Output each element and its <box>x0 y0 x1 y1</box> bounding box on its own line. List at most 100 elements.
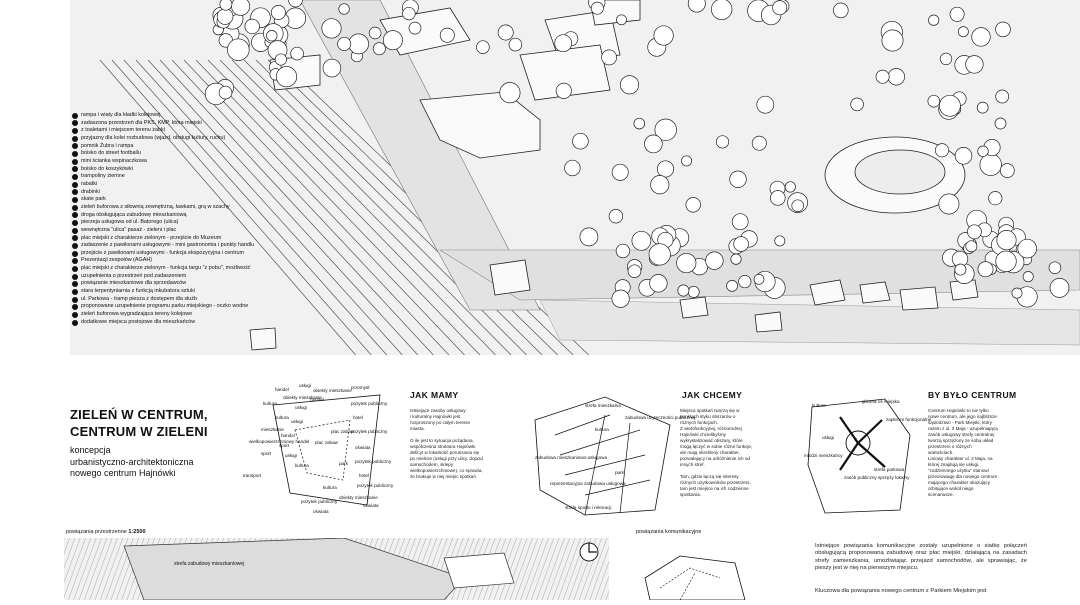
legend-item: zieleń buforowa wygradzająca tereny kole… <box>72 311 272 319</box>
tree <box>611 163 629 181</box>
diagram-label: handel <box>281 433 295 438</box>
legend-number-marker <box>72 151 78 158</box>
caption-spatial-connections: powiązania przestrzenne 1:2500 <box>66 529 146 535</box>
jak-chcemy-line: Tam, gdzie łączą się interesy <box>680 474 739 479</box>
tree <box>939 52 953 66</box>
jak-chcemy-line: Miejsca spotkań tworzą się w <box>680 408 740 413</box>
tree <box>627 264 642 278</box>
by-bylo-centrum-line: przestrzeni o różnych <box>928 444 972 449</box>
legend-item: stara terpentyniarnia z funkcją inkubato… <box>72 288 272 296</box>
legend-item: droga obsługująca zabudowę mieszkaniową <box>72 212 272 220</box>
tree <box>1011 287 1023 299</box>
caption-traffic-connections: powiązania komunikacyjne <box>636 529 702 535</box>
legend-number-marker <box>72 242 78 249</box>
legend-item-label: rampa i wiaty dla kładki kolejowej <box>81 112 161 118</box>
tree <box>218 85 233 100</box>
railway-track <box>123 59 392 360</box>
tree <box>887 68 905 86</box>
by-bylo-centrum-line: wartościach. <box>928 450 954 455</box>
legend-item-label: ul. Parkowa - tramp piesza z dostępem dl… <box>81 295 197 302</box>
legend-number-marker <box>72 250 78 257</box>
diagram-label: handel <box>275 387 289 392</box>
tree <box>266 30 278 42</box>
tree <box>653 25 674 46</box>
tree <box>631 230 652 251</box>
jak-chcemy-line: innych stref. <box>680 462 705 467</box>
tree <box>337 36 352 51</box>
tree <box>677 284 690 297</box>
tree <box>999 163 1015 178</box>
legend-item-label: mini ścianka wspinaczkowa <box>81 157 147 164</box>
by-bylo-centrum-line: tworzą sprzężony ze sobą układ <box>928 438 994 443</box>
railway-track <box>183 59 470 360</box>
legend-item: boisko do koszykówki <box>72 166 272 174</box>
legend-item-label: przyjazny dla kolei rozbudowa (wjazd, ob… <box>81 134 226 141</box>
jak-mamy-line: samochodem, sklepy <box>410 462 454 467</box>
jak-mamy-line: O ile jest to sytuacja pożądana, <box>410 438 474 443</box>
diagram-label: hotel <box>359 473 369 478</box>
legend-number-marker <box>72 204 78 211</box>
diagram-label: plac zabaw <box>315 440 338 445</box>
diagram-centrum-lines <box>807 398 911 514</box>
tree <box>850 97 864 112</box>
legend-item: mini ścianka wspinaczkowa <box>72 158 272 166</box>
page-title: ZIELEŃ W CENTRUM, CENTRUM W ZIELENI <box>70 406 208 440</box>
railway-track <box>195 59 486 360</box>
diagram-label: pozytek publiczny <box>301 499 338 504</box>
railway-track <box>135 59 408 360</box>
tree <box>976 101 989 114</box>
legend-item: uzupełnienia o przestrzeń pod zadaszenie… <box>72 273 272 281</box>
legend-item: proponowane uzupełnienie programu parku … <box>72 303 272 311</box>
jak-chcemy-line: ale mają określony charakter, <box>680 450 740 455</box>
legend-item: z toaletami i miejscem terenu żabki <box>72 127 272 135</box>
map-drawing <box>0 0 1080 360</box>
legend-item-label: plac miejski z charakterze zielonym - fu… <box>81 265 251 272</box>
legend-item-label: powiązanie mieszkaniowe dla sprzedawców <box>81 280 187 287</box>
railway-track <box>207 59 501 360</box>
legend-item: rabatki <box>72 181 272 189</box>
tree <box>738 275 752 289</box>
legend-item-label: drabinki <box>81 188 100 195</box>
legend-item: boisko do street footballu <box>72 150 272 158</box>
tree <box>971 27 991 47</box>
tree <box>770 190 786 206</box>
legend-item: pomnik Żubra i rampa <box>72 143 272 151</box>
tree <box>977 145 989 157</box>
diagram-label: usługi <box>291 419 304 424</box>
diagram-label: usługi <box>822 435 835 440</box>
by-bylo-centrum-line: nowe centrum, ale jego najbliższe <box>928 414 997 419</box>
tree <box>965 55 984 74</box>
by-bylo-centrum-line: sąsiedztwo - Park Miejski, który <box>928 420 993 425</box>
tree <box>957 26 969 38</box>
jak-chcemy-line: wykrystalizować obszary, które <box>680 438 743 443</box>
tree <box>977 261 994 278</box>
tree <box>1017 238 1037 259</box>
legend-item: plac miejski z charakterze zielonym - pr… <box>72 235 272 243</box>
legend-item: skate park <box>72 196 272 204</box>
diagram-label: zaplecze funkcjonalne <box>886 417 932 422</box>
legend-item-label: Prezentacji zespołów (AGAH) <box>81 257 153 264</box>
tree <box>934 143 950 158</box>
map-zone-label: strefa zabudowy mieszkaniowej <box>174 561 245 567</box>
tree <box>564 159 581 177</box>
tree <box>649 274 668 293</box>
tree <box>1048 261 1062 274</box>
legend-number-marker <box>72 227 78 234</box>
by-bylo-centrum-line: zasób usługowy strefy centralnej <box>928 432 995 437</box>
title-line-1: ZIELEŃ W CENTRUM, <box>70 407 208 422</box>
legend-number-marker <box>72 174 78 181</box>
jak-chcemy-line: różnych funkcjach. <box>680 420 719 425</box>
diagram-label: kultura <box>275 415 289 420</box>
legend-item: trampoliny ziemne <box>72 173 272 181</box>
tree <box>784 181 796 193</box>
tree <box>615 243 631 259</box>
tree <box>753 273 765 285</box>
tree <box>439 27 455 43</box>
jak-chcemy-line: punktach styku obszarów o <box>680 414 736 419</box>
legend-item: drabinki <box>72 189 272 197</box>
legend-item-label: zieleń buforowa wygradzająca tereny kole… <box>81 311 193 318</box>
